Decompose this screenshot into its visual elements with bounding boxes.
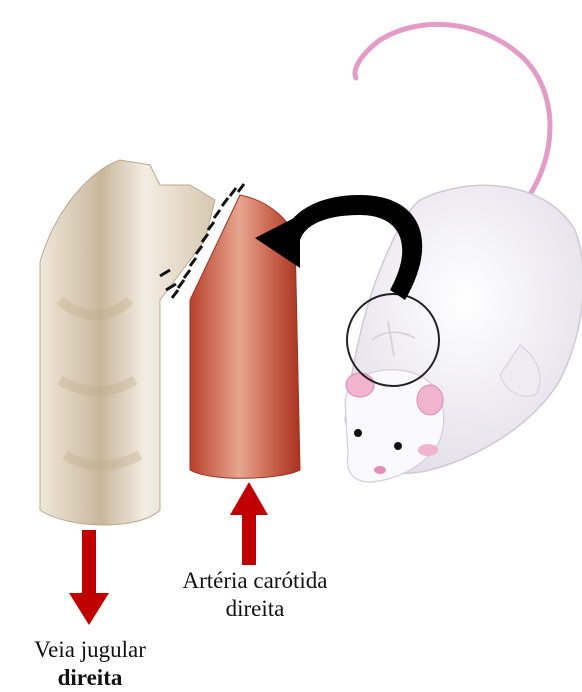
rat-nose — [374, 466, 386, 474]
flow-arrow-down — [69, 530, 109, 625]
rat-eye — [394, 442, 402, 450]
jugular-label-line1: Veia jugular — [0, 636, 180, 664]
vein-jugular — [40, 160, 215, 525]
rat-ear — [346, 373, 374, 397]
jugular-label-line2: direita — [0, 664, 180, 692]
rat-ear — [417, 385, 443, 415]
jugular-label: Veia jugular direita — [0, 636, 180, 692]
carotid-label: Artéria carótida direita — [150, 567, 360, 623]
rat-illustration — [345, 185, 582, 482]
rat-eye — [354, 429, 362, 437]
rat-paw — [418, 444, 438, 456]
carotid-label-line2: direita — [150, 595, 360, 623]
carotid-label-line1: Artéria carótida — [150, 567, 360, 595]
rat-tail — [355, 24, 550, 208]
flow-arrow-up — [230, 482, 268, 565]
